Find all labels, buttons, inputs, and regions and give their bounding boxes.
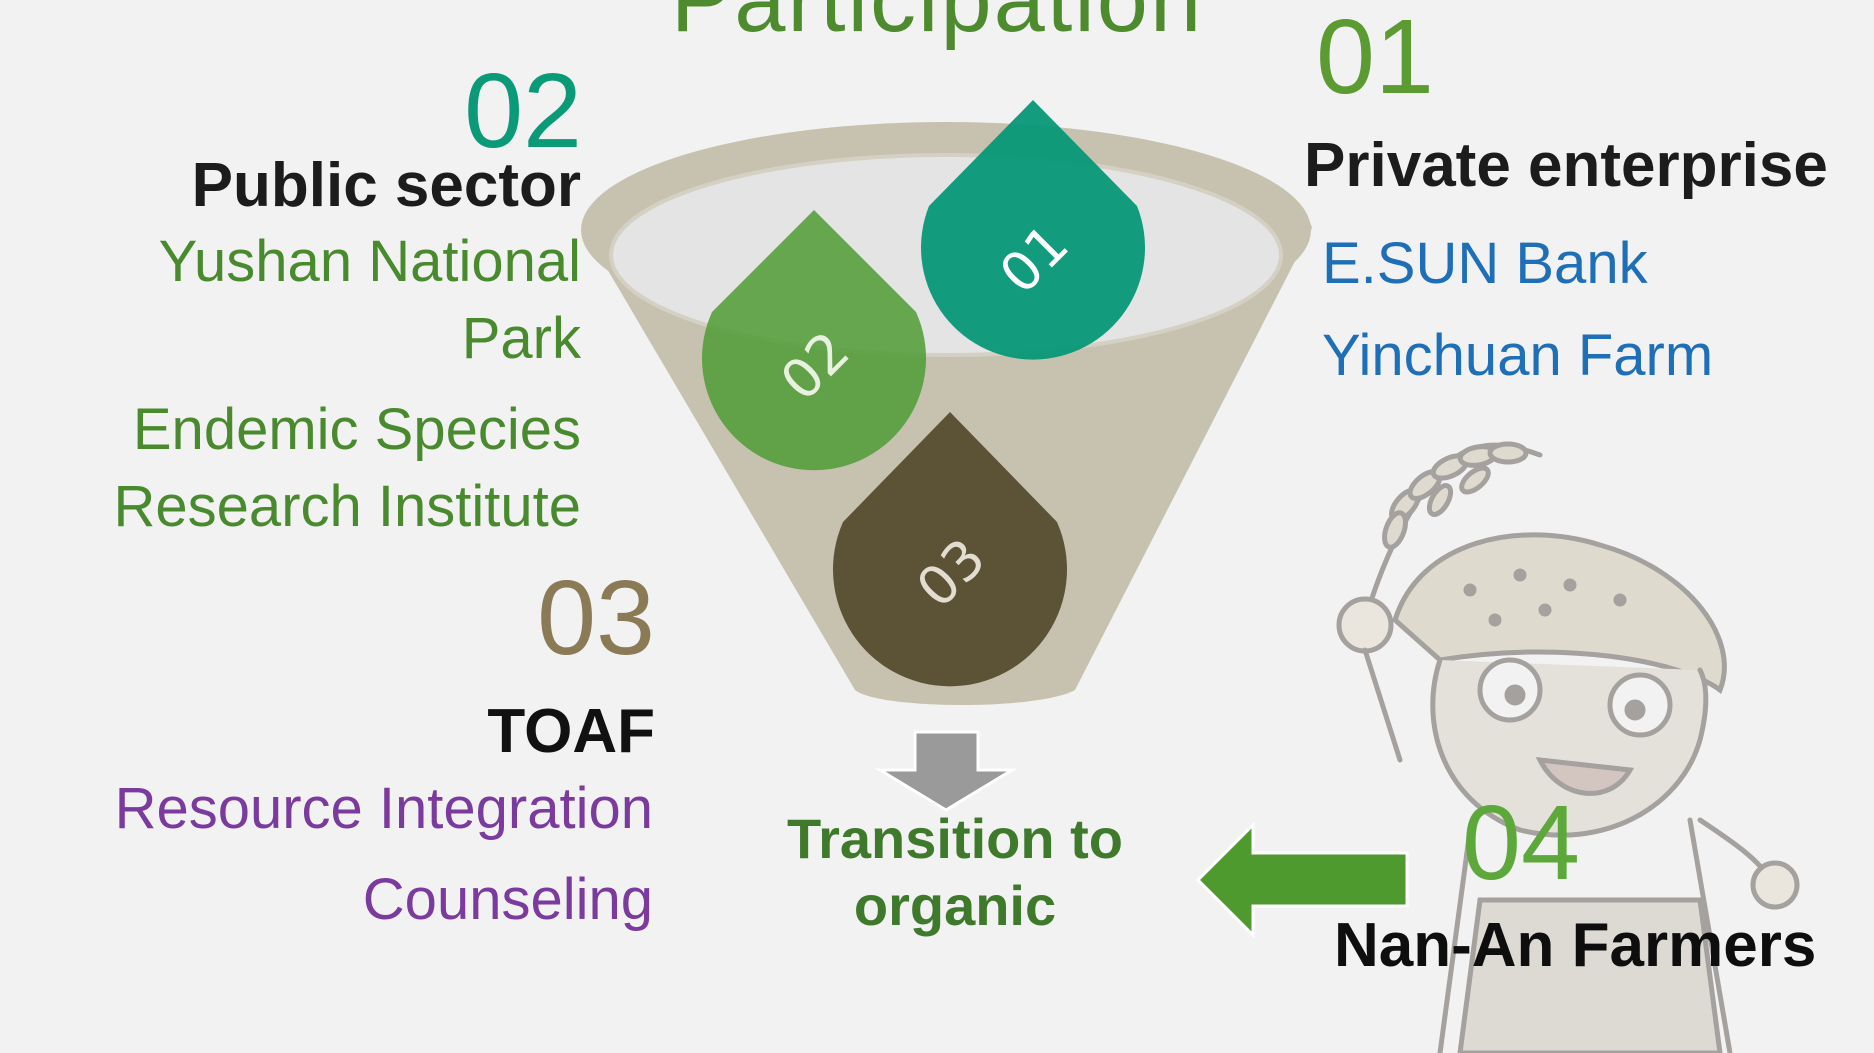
section-02-item: Endemic Species xyxy=(132,397,581,462)
section-03-heading: TOAF xyxy=(487,697,655,766)
section-01-number: 01 xyxy=(1316,0,1434,116)
section-01-item: Yinchuan Farm xyxy=(1322,323,1714,388)
arrow-left-icon xyxy=(1195,821,1409,939)
page-title: Participation xyxy=(670,0,1204,51)
section-03-number: 03 xyxy=(537,559,655,677)
transition-label: Transition to organic xyxy=(700,805,1210,939)
farmer-mascot-illustration xyxy=(1336,441,1800,1053)
arrow-down-icon xyxy=(874,730,1018,812)
drop-03: 03 xyxy=(832,412,1067,687)
section-02-item: Park xyxy=(461,306,581,371)
transition-line-2: organic xyxy=(853,874,1057,938)
section-01-heading: Private enterprise xyxy=(1304,131,1828,200)
section-03-item: Counseling xyxy=(362,867,653,932)
drop-02: 02 xyxy=(701,210,926,471)
section-04-heading: Nan-An Farmers xyxy=(1334,911,1817,980)
section-03-item: Resource Integration xyxy=(114,776,653,841)
section-02-item: Research Institute xyxy=(113,474,581,539)
section-02-number: 02 xyxy=(464,52,582,170)
transition-line-1: Transition to xyxy=(787,807,1123,870)
section-02-heading: Public sector xyxy=(191,151,581,220)
drop-01: 01 xyxy=(920,100,1146,360)
section-02-item: Yushan National xyxy=(158,229,581,294)
section-04-number: 04 xyxy=(1462,784,1580,902)
section-01-item: E.SUN Bank xyxy=(1322,231,1648,296)
